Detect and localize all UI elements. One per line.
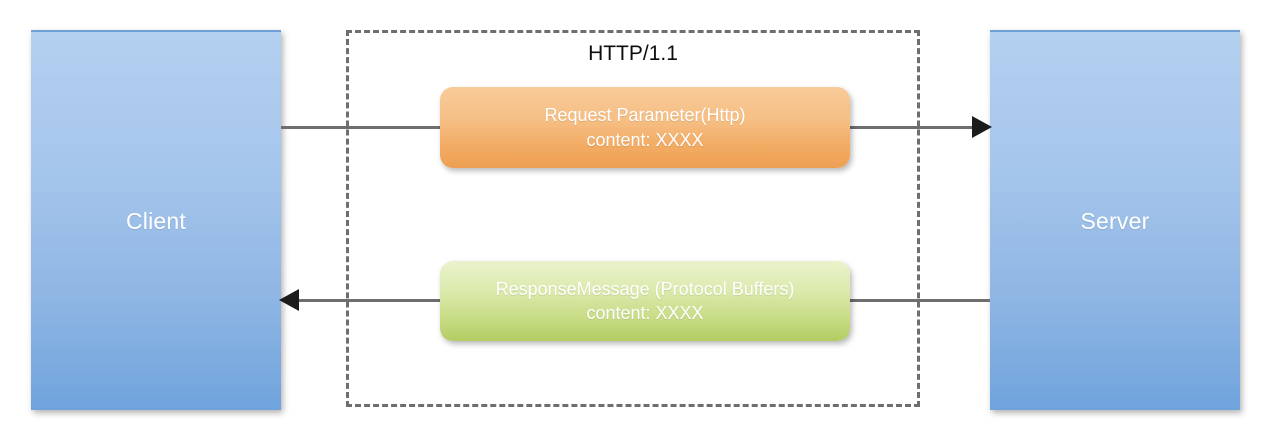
response-connector-left xyxy=(292,299,442,302)
request-connector-right xyxy=(848,126,983,129)
protocol-label: HTTP/1.1 xyxy=(588,42,678,65)
client-label: Client xyxy=(125,207,186,234)
server-label: Server xyxy=(1080,207,1150,234)
server-box: Server xyxy=(990,30,1240,410)
response-connector-right xyxy=(848,299,990,302)
protocol-boundary-box xyxy=(346,30,920,407)
arrow-left-icon xyxy=(279,289,299,311)
request-connector-left xyxy=(281,126,442,129)
arrow-right-icon xyxy=(972,116,992,138)
request-message-content: content: XXXX xyxy=(586,129,704,150)
response-message-content: content: XXXX xyxy=(586,303,704,323)
response-message-box: ResponseMessage (Protocol Buffers) conte… xyxy=(440,261,850,341)
response-message-title: ResponseMessage (Protocol Buffers) xyxy=(495,278,795,299)
client-box: Client xyxy=(31,30,281,410)
request-message-box: Request Parameter(Http) content: XXXX xyxy=(440,87,850,168)
request-message-title: Request Parameter(Http) xyxy=(544,105,746,126)
